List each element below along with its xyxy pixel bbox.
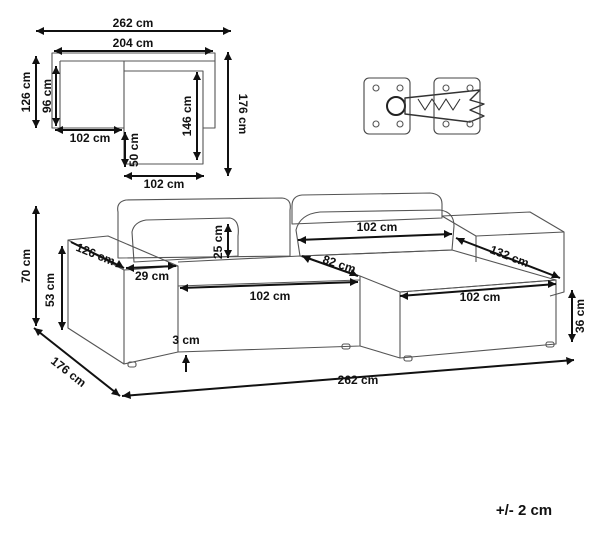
connector-bracket-illustration [363, 77, 485, 135]
chaise-seat-width-label: 102 cm [460, 290, 501, 304]
plan-chaise-depth-label: 176 cm [236, 94, 250, 135]
back-cushion-width-line [297, 233, 453, 241]
armrest-width-line [125, 265, 177, 269]
seat-width-label: 102 cm [250, 289, 291, 303]
plan-inner-lines [59, 60, 215, 128]
plan-front-seat-label: 102 cm [70, 131, 111, 145]
chaise-length-label: 132 cm [488, 242, 531, 270]
armrest-depth-label: 126 cm [74, 240, 117, 268]
armrest-depth-line [70, 241, 125, 269]
leg-height-label: 3 cm [172, 333, 199, 347]
plan-seat-depth-label: 96 cm [40, 79, 54, 113]
back-cushion-width-label: 102 cm [357, 220, 398, 234]
plan-chaise-inner-label: 146 cm [180, 96, 194, 137]
total-height-label: 70 cm [19, 249, 33, 283]
plan-view: 262 cm 204 cm 126 cm 96 cm 146 cm 176 cm… [19, 16, 250, 191]
seat-height-label: 36 cm [573, 299, 587, 333]
plan-seat-width-label: 204 cm [113, 36, 154, 50]
plan-overall-width-label: 262 cm [113, 16, 154, 30]
armrest-width-label: 29 cm [135, 269, 169, 283]
seat-width-line [179, 281, 359, 289]
total-width-label: 262 cm [338, 373, 379, 387]
tolerance-note: +/- 2 cm [496, 502, 552, 519]
plan-chaise-width-label: 102 cm [144, 177, 185, 191]
plan-left-depth-label: 126 cm [19, 72, 33, 113]
chaise-length-line [455, 237, 561, 279]
plan-chaise-ext-label: 50 cm [127, 133, 141, 167]
total-depth-line [33, 327, 121, 397]
armrest-height-label: 53 cm [43, 273, 57, 307]
seat-depth-label: 82 cm [321, 252, 358, 276]
plan-outline [51, 52, 216, 165]
seat-depth-line [301, 255, 359, 277]
chaise-seat-width-line [399, 283, 557, 297]
total-depth-label: 176 cm [48, 354, 89, 390]
total-width-line [121, 359, 575, 397]
backrest-height-label: 25 cm [211, 225, 225, 259]
